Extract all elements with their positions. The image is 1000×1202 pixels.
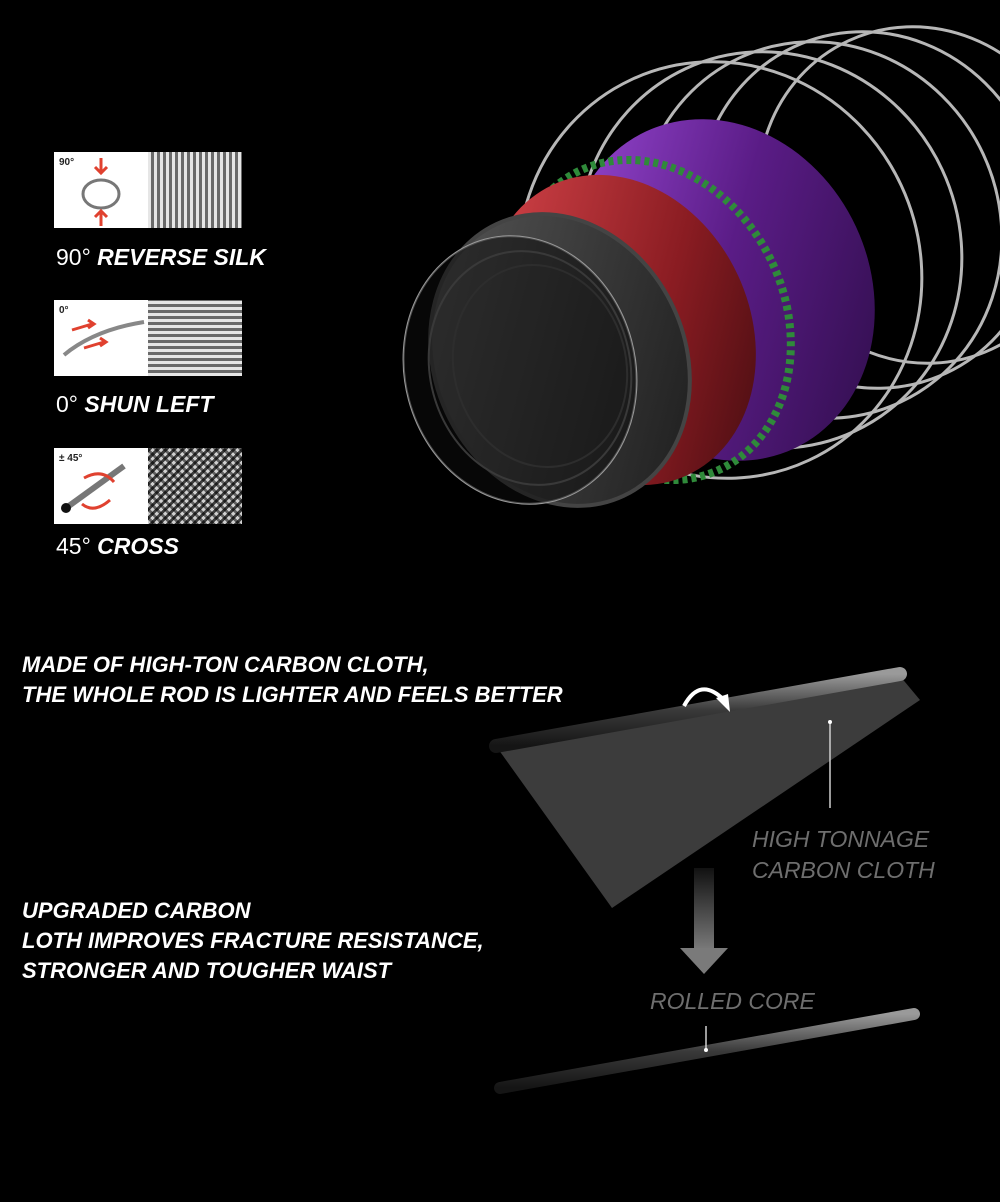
ring-compress-icon [81,158,121,226]
cloth-label-line: CARBON CLOTH [752,857,935,883]
straight-fiber-icon [62,318,145,357]
layer-name: SHUN LEFT [84,391,214,417]
down-arrow-icon [680,948,728,974]
caption-line: THE WHOLE ROD IS LIGHTER AND FEELS BETTE… [22,682,563,707]
caption-line: LOTH IMPROVES FRACTURE RESISTANCE, [22,928,484,953]
down-arrow-shaft [694,868,714,950]
layer-degree: 0° [56,391,78,417]
layer-label-90: 90° REVERSE SILK [56,244,266,271]
layer-card-0: 0° [54,300,242,376]
cross-fiber-icon [61,463,126,513]
layer-card-45: ± 45° [54,448,242,524]
layer-degree: 90° [56,244,91,270]
caption-line: STRONGER AND TOUGHER WAIST [22,958,392,983]
cross-weave-swatch [148,448,242,524]
layer-angle: 90° [59,157,75,168]
cloth-label: HIGH TONNAGE CARBON CLOTH [752,824,935,886]
rod-edge [489,667,907,753]
layer-name: CROSS [97,533,179,559]
roll-arrow-icon [682,687,726,707]
rod-layers-illustration [402,25,1000,508]
horizontal-weave-swatch [148,300,242,376]
layer-name: REVERSE SILK [97,244,266,270]
layer-label-45: 45° CROSS [56,533,179,560]
core-label: ROLLED CORE [650,988,815,1014]
layer-degree: 45° [56,533,91,559]
caption-line: MADE OF HIGH-TON CARBON CLOTH, [22,652,429,677]
layer-card-90: 90° [54,152,242,228]
cloth-label-line: HIGH TONNAGE [752,826,930,852]
layer-angle: 0° [59,305,69,316]
caption-line: UPGRADED CARBON [22,898,251,923]
vertical-weave-swatch [148,152,242,228]
feature-caption-strength: UPGRADED CARBON LOTH IMPROVES FRACTURE R… [22,896,484,986]
layer-label-0: 0° SHUN LEFT [56,391,213,418]
feature-caption-lightweight: MADE OF HIGH-TON CARBON CLOTH, THE WHOLE… [22,650,563,710]
layer-angle: ± 45° [59,453,83,464]
